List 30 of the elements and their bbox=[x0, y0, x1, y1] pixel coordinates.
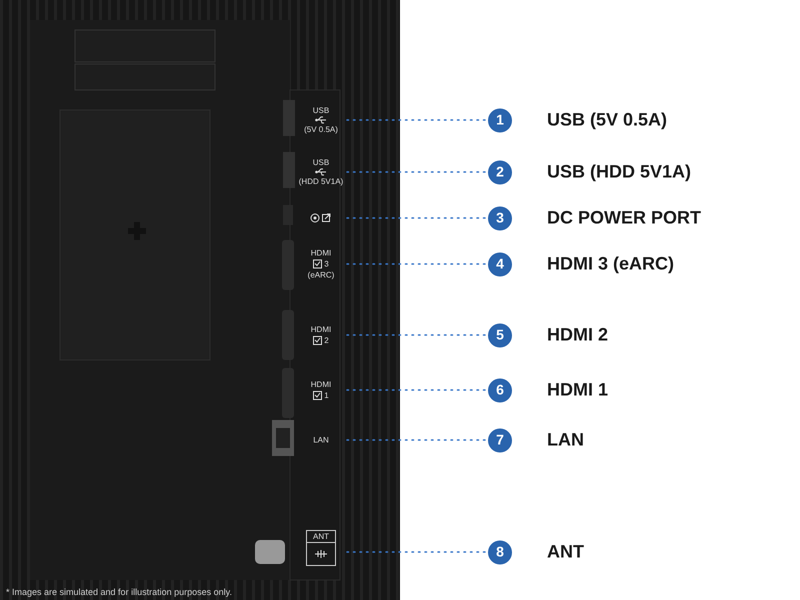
leader-line bbox=[346, 171, 488, 173]
footnote: * Images are simulated and for illustration purposes only. bbox=[6, 586, 232, 599]
port-label: 2 bbox=[324, 335, 329, 346]
port-label: HDMI bbox=[310, 379, 332, 390]
port-label: USB bbox=[312, 157, 330, 168]
port-label: ANT bbox=[313, 531, 329, 542]
port-label: (5V 0.5A) bbox=[304, 124, 338, 135]
port-name: HDMI 1 bbox=[547, 378, 608, 402]
leader-line bbox=[346, 439, 488, 441]
leader-line bbox=[346, 217, 488, 219]
port-name: HDMI 2 bbox=[547, 324, 608, 346]
port-label: HDMI bbox=[310, 324, 332, 335]
port-label: HDMI bbox=[310, 248, 332, 258]
port-name: LAN bbox=[547, 428, 584, 452]
port-name: USB (HDD 5V1A) bbox=[547, 160, 692, 184]
port-label: LAN bbox=[313, 434, 329, 446]
port-label: USB bbox=[312, 105, 330, 116]
port-label: 1 bbox=[324, 390, 329, 401]
port-label: (eARC) bbox=[308, 270, 334, 280]
leader-line bbox=[346, 263, 488, 265]
port-name: HDMI 3 (eARC) bbox=[547, 252, 674, 276]
leader-line bbox=[346, 119, 488, 121]
port-name: USB (5V 0.5A) bbox=[547, 108, 668, 132]
leader-line bbox=[346, 389, 488, 391]
port-label: (HDD 5V1A) bbox=[298, 176, 344, 187]
port-name: DC POWER PORT bbox=[547, 206, 702, 230]
port-name: ANT bbox=[547, 540, 584, 564]
leader-line bbox=[346, 334, 488, 336]
leader-line bbox=[346, 551, 488, 553]
port-label: 3 bbox=[324, 258, 329, 270]
